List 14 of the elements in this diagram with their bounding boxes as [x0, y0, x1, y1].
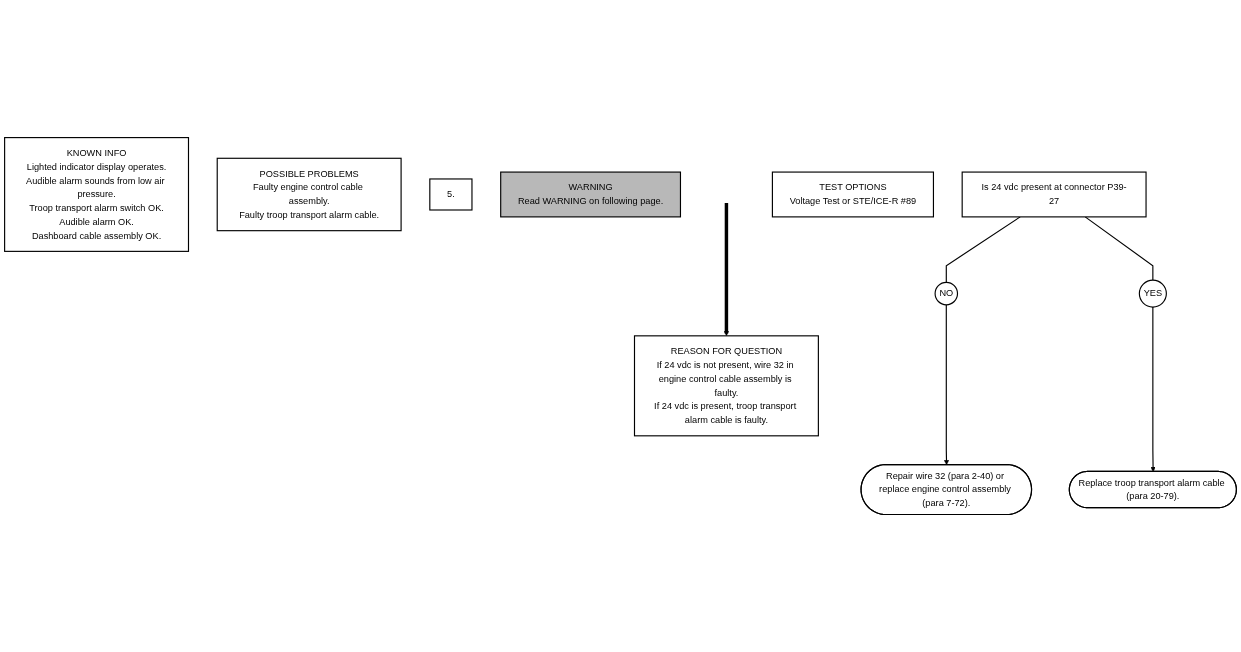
node-circle: YES: [1138, 279, 1167, 308]
node-box: WARNING Read WARNING on following page.: [500, 171, 682, 218]
node-box: REASON FOR QUESTION If 24 vdc is not present, wire 32 in engine control cable assembly is faulty. If 24 vdc is present, troop transport alarm cable is faulty.: [633, 335, 819, 437]
node-box: TEST OPTIONS Voltage Test or STE/ICE-R #89: [771, 171, 934, 218]
node-circle: NO: [934, 281, 959, 306]
connector: [1084, 216, 1154, 281]
arrow: [723, 203, 729, 336]
node-box: Is 24 vdc present at connector P39-27: [961, 171, 1147, 218]
node-box: POSSIBLE PROBLEMS Faulty engine control cable assembly. Faulty troop transport alarm cable.: [216, 157, 402, 232]
arrow: [1150, 306, 1156, 472]
node-box: 5.: [429, 178, 473, 211]
connector: [945, 216, 1021, 283]
node-box: KNOWN INFO Lighted indicator display operates. Audible alarm sounds from low air pressure. Troop transport alarm switch OK. Audible alarm OK. Dashboard cable assembly OK.: [4, 136, 190, 252]
arrow: [943, 304, 949, 465]
